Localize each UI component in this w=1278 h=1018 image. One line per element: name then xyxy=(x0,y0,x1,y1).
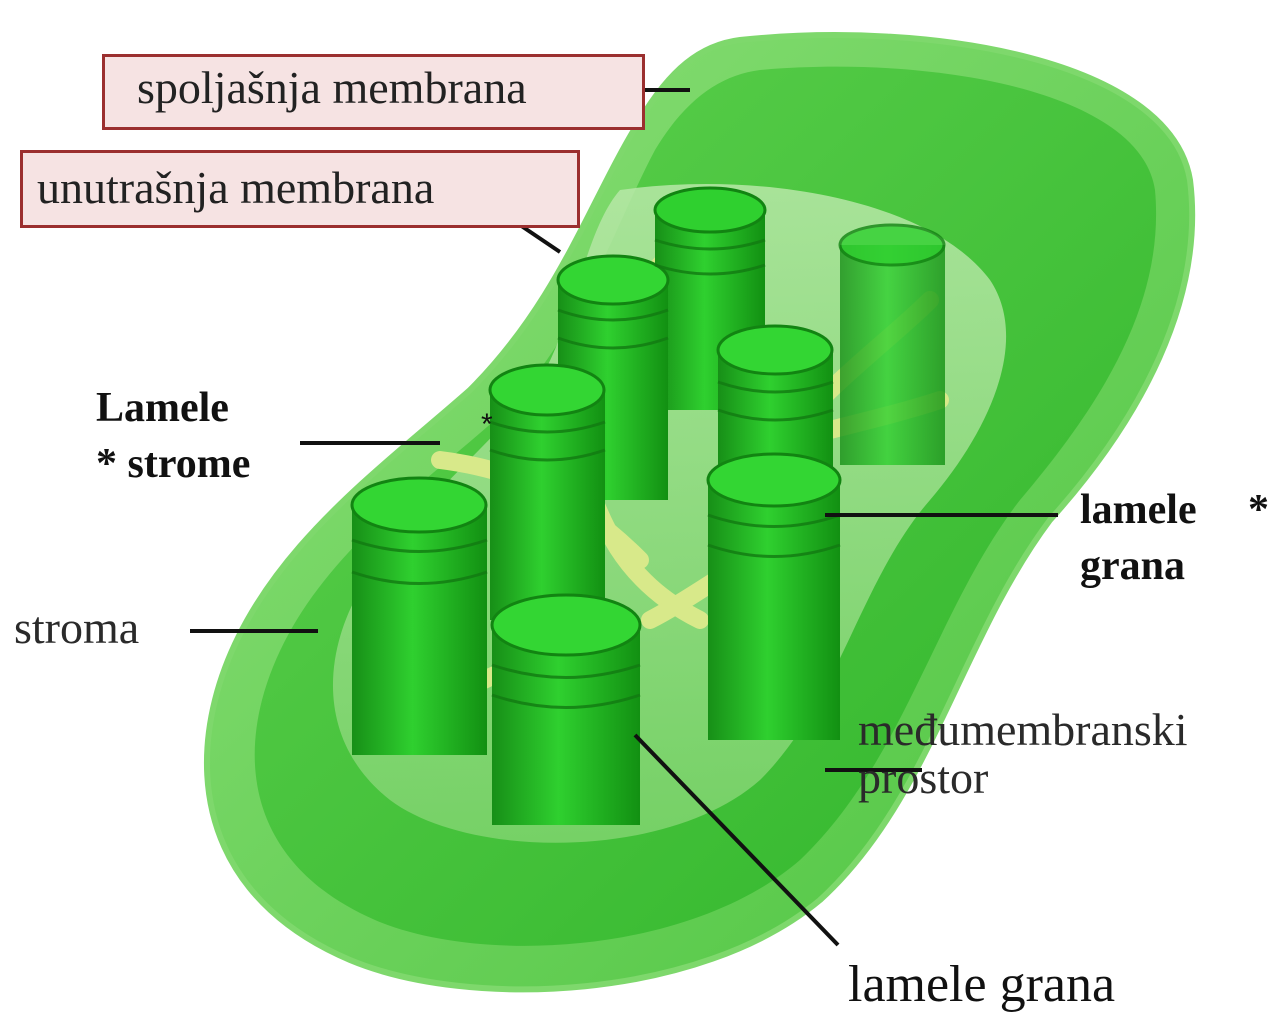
grana-lamellae-bottom-label: lamele grana xyxy=(848,955,1115,1014)
leader-inner-membrane xyxy=(520,225,560,252)
intermembrane-space-line2: prostor xyxy=(858,754,1188,802)
small-star-marker: * xyxy=(481,408,493,442)
grana-lamellae-right-label: lamele grana xyxy=(1080,482,1197,594)
inner-membrane-label-box: unutrašnja membrana xyxy=(20,150,580,228)
intermembrane-space-label: međumembranski prostor xyxy=(858,706,1188,802)
stroma-label: stroma xyxy=(14,604,139,652)
stroma-lamellae-label-line1: Lamele xyxy=(96,380,250,436)
intermembrane-space-line1: međumembranski xyxy=(858,706,1188,754)
inner-membrane-label: unutrašnja membrana xyxy=(37,162,434,213)
granum xyxy=(352,478,487,755)
grana-lamellae-right-star: * xyxy=(1248,482,1269,538)
stroma-lamellae-label-line2: * strome xyxy=(96,436,250,492)
outer-membrane-label: spoljašnja membrana xyxy=(137,62,527,113)
granum xyxy=(492,595,640,825)
grana-lamellae-right-line2: grana xyxy=(1080,538,1197,594)
grana-lamellae-right-line1: lamele xyxy=(1080,487,1197,533)
granum xyxy=(490,365,605,620)
outer-membrane-label-box: spoljašnja membrana xyxy=(102,54,645,130)
stroma-lamellae-label: Lamele * strome xyxy=(96,380,250,492)
granum xyxy=(840,225,945,465)
granum xyxy=(708,454,840,740)
